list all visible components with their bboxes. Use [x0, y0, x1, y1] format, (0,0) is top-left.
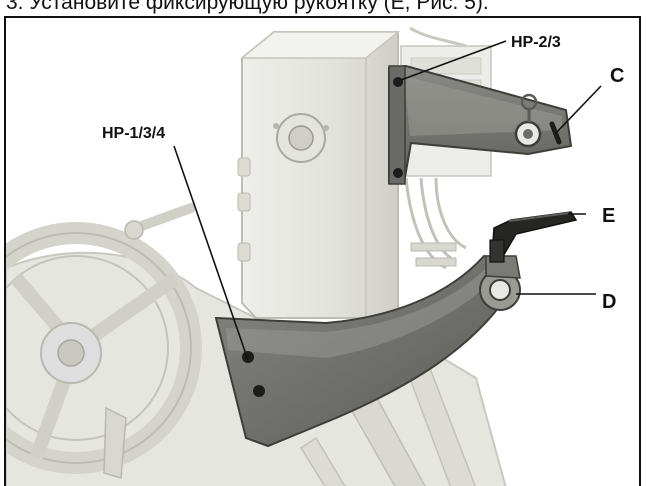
- leader-lines: [173, 40, 602, 361]
- lower-bracket-arm: [214, 254, 521, 448]
- callout-hp-2-3: HP-2/3: [511, 34, 561, 51]
- clamping-handle: [489, 211, 578, 263]
- handwheel: [6, 222, 202, 474]
- figure-frame: HP-2/3 C HP-1/3/4 E D: [4, 16, 641, 486]
- upper-bracket-arm: [388, 64, 573, 185]
- callout-c: C: [610, 65, 624, 87]
- faded-lever: [103, 203, 196, 479]
- headstock-box: [237, 31, 401, 319]
- lathe-photo: HP-2/3 C HP-1/3/4 E D: [6, 26, 624, 486]
- callout-d: D: [602, 291, 616, 313]
- instruction-heading: 3. Установите фиксирующую рукоятку (E, Р…: [6, 0, 489, 14]
- callout-hp-1-3-4: HP-1/3/4: [102, 125, 165, 142]
- callout-e: E: [602, 205, 615, 227]
